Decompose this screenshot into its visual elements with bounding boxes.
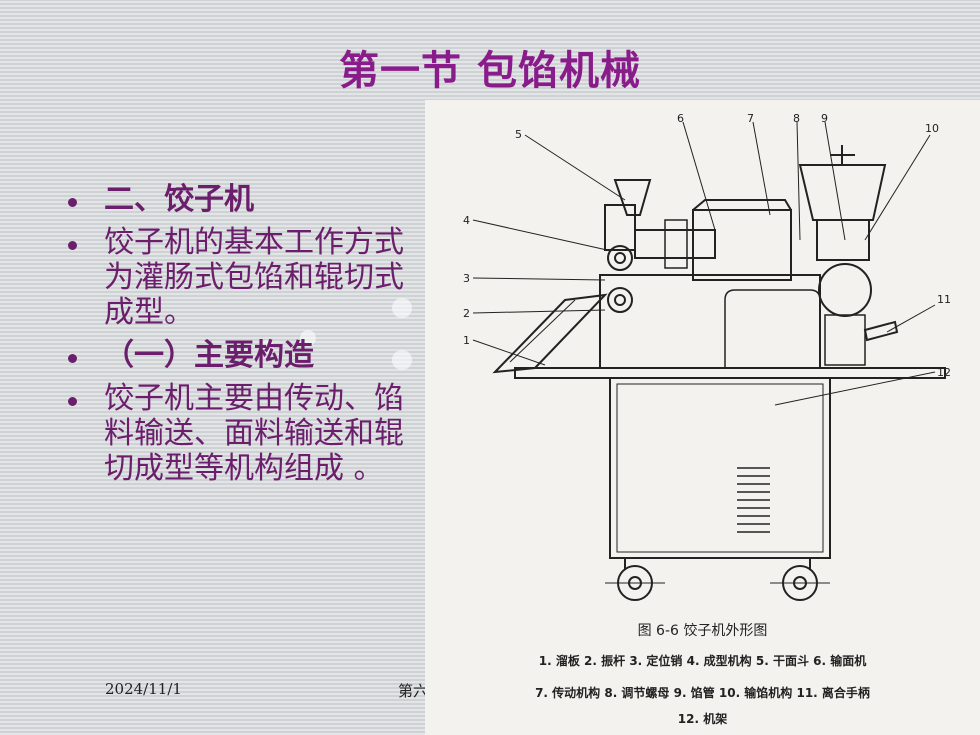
callout-10: 10 (925, 122, 939, 135)
vent-slots (737, 467, 770, 533)
callout-2: 2 (463, 307, 470, 320)
decorative-circle (392, 298, 412, 318)
footer-date: 2024/11/1 (105, 680, 182, 698)
decorative-circle (300, 330, 316, 346)
callout-12: 12 (937, 366, 951, 379)
machine-frame-inner (616, 383, 824, 553)
callout-1: 1 (463, 334, 470, 347)
bullet-item: 饺子机的基本工作方式为灌肠式包馅和辊切式成型。 (62, 225, 422, 330)
bullet-text: 饺子机主要由传动、馅料输送、面料输送和辊切成型等机构组成 。 (104, 381, 404, 486)
bullet-dot-icon (68, 354, 77, 363)
slide-board (492, 293, 608, 374)
bullet-text: 二、饺子机 (104, 182, 254, 217)
footer-page-number: 第六 (398, 682, 429, 700)
machine-frame (609, 377, 831, 559)
leader-lines (472, 121, 936, 406)
slide-title: 第一节 包馅机械 (339, 48, 641, 94)
figure-legend-line: 7. 传动机构 8. 调节螺母 9. 馅管 10. 输馅机构 11. 离合手柄 (535, 686, 870, 700)
callout-7: 7 (747, 112, 754, 125)
callout-6: 6 (677, 112, 684, 125)
roller (607, 287, 633, 313)
decorative-circle (260, 340, 274, 354)
callout-4: 4 (463, 214, 470, 227)
gear-housing (724, 289, 821, 368)
callout-3: 3 (463, 272, 470, 285)
bullet-dot-icon (68, 241, 77, 250)
bullet-text: （一）主要构造 (104, 338, 314, 373)
bullet-item: （一）主要构造 (62, 338, 422, 373)
bullet-item: 二、饺子机 (62, 182, 422, 217)
dumpling-machine-figure: 1 2 3 4 5 6 7 8 9 10 11 12 图 6-6 饺子机外形图 … (425, 100, 980, 735)
filling-pump (818, 263, 872, 317)
table-top (514, 367, 946, 379)
callout-8: 8 (793, 112, 800, 125)
clutch-handle (863, 320, 899, 342)
decorative-circle (392, 350, 412, 370)
figure-legend-line: 1. 溜板 2. 振杆 3. 定位销 4. 成型机构 5. 干面斗 6. 输面机 (538, 654, 867, 668)
bullet-item: 饺子机主要由传动、馅料输送、面料输送和辊切成型等机构组成 。 (62, 381, 422, 486)
feeding-tube (634, 229, 716, 259)
dough-hopper (613, 179, 652, 216)
transmission-box (692, 209, 792, 281)
upper-body (599, 274, 821, 368)
bullet-dot-icon (68, 397, 77, 406)
filling-hopper (798, 164, 887, 221)
callout-11: 11 (937, 293, 951, 306)
bullet-list: 二、饺子机 饺子机的基本工作方式为灌肠式包馅和辊切式成型。 （一）主要构造 饺子… (62, 182, 422, 494)
dumpling-machine-drawing: 1 2 3 4 5 6 7 8 9 10 11 12 (463, 112, 951, 601)
filling-box (816, 219, 870, 261)
figure-legend-line: 12. 机架 (677, 712, 728, 726)
roller (607, 245, 633, 271)
bullet-dot-icon (68, 198, 77, 207)
callout-9: 9 (821, 112, 828, 125)
callout-numbers: 1 2 3 4 5 6 7 8 9 10 11 12 (463, 112, 951, 379)
callout-5: 5 (515, 128, 522, 141)
hopper-stand (604, 204, 636, 251)
figure-caption: 图 6-6 饺子机外形图 (637, 623, 768, 639)
bullet-text: 饺子机的基本工作方式为灌肠式包馅和辊切式成型。 (104, 225, 404, 330)
